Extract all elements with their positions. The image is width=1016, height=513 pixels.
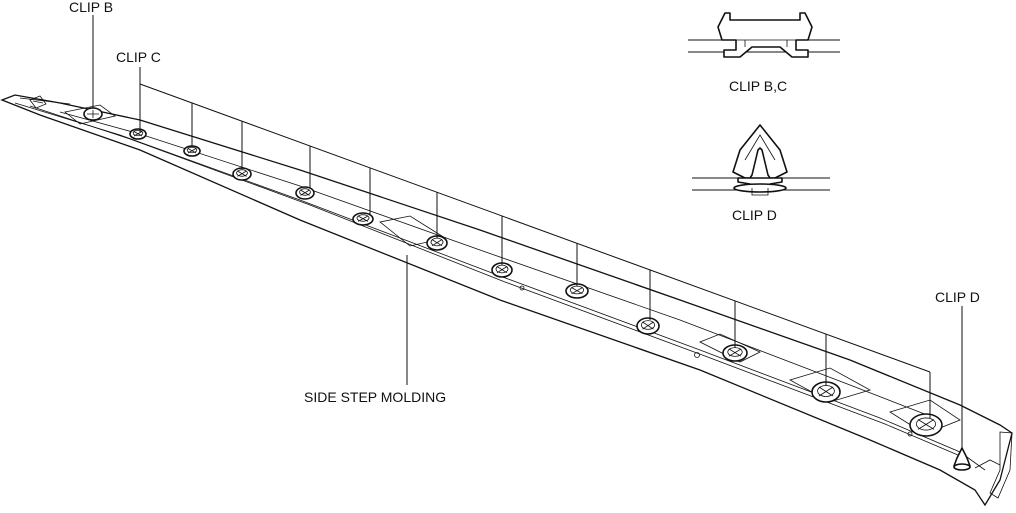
leader-lines	[92, 15, 963, 455]
clip-d-label: CLIP D	[935, 289, 980, 305]
molding-clips	[129, 128, 943, 437]
clip-c-leader-baseline	[139, 83, 931, 373]
clip-d-washer	[733, 183, 787, 193]
molding-clip	[232, 167, 252, 181]
clip-b-on-molding	[83, 107, 103, 121]
clip-d-section-shape	[732, 124, 788, 179]
clip-b-label: CLIP B	[69, 0, 113, 15]
clip-d-on-molding	[953, 447, 971, 471]
clip-c-label: CLIP C	[116, 49, 161, 65]
clip-bc-inset	[688, 12, 840, 58]
clip-d-inset-label: CLIP D	[732, 207, 777, 223]
side-step-molding-label: SIDE STEP MOLDING	[304, 389, 446, 405]
molding-clip	[295, 186, 315, 200]
molding-clip	[909, 413, 943, 437]
clip-bc-inset-label: CLIP B,C	[729, 78, 787, 94]
molding-clip	[491, 262, 513, 278]
clip-bc-section-shape	[717, 12, 813, 58]
molding-clip	[352, 212, 374, 226]
molding-clip	[565, 283, 589, 299]
molding-clip	[183, 145, 201, 157]
clip-c-leader-drops	[191, 102, 931, 418]
molding-clip	[129, 128, 147, 140]
clip-d-inset	[692, 124, 830, 196]
side-step-molding-body	[0, 94, 1013, 507]
molding-clip	[636, 317, 660, 335]
molding-clip	[426, 235, 448, 251]
